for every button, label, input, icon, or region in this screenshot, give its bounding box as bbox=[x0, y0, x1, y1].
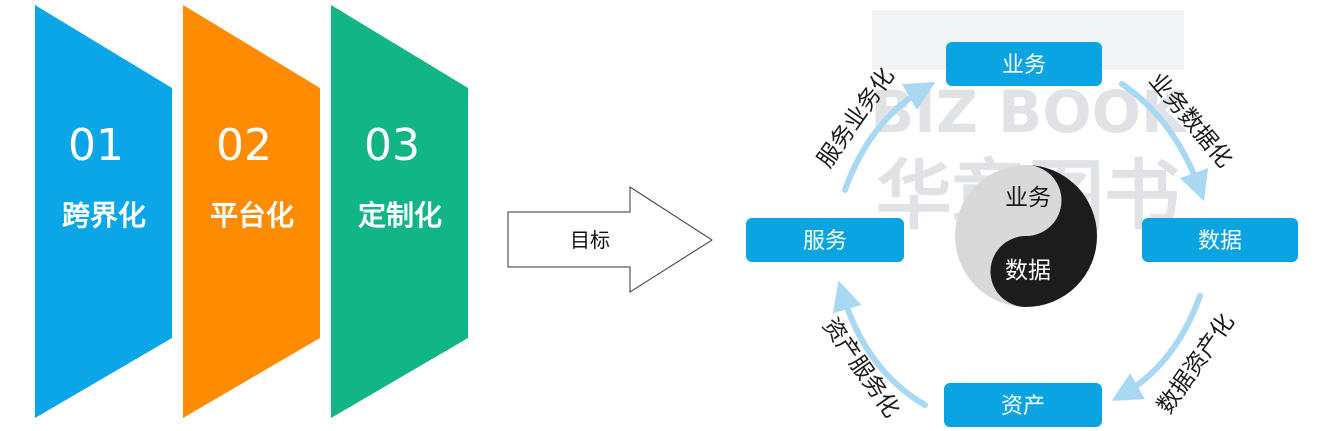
node-bottom-box bbox=[944, 383, 1102, 427]
node-top-label: 业务 bbox=[1002, 53, 1046, 78]
node-top-box bbox=[946, 42, 1102, 86]
panel-02-title: 平台化 bbox=[210, 199, 294, 232]
panel-01-shape bbox=[35, 5, 172, 418]
panel-01-title: 跨界化 bbox=[62, 199, 146, 232]
watermark-line1: BIZ BOOK bbox=[870, 78, 1188, 146]
panel-02: 02 平台化 bbox=[183, 5, 320, 418]
arc-bottom-left bbox=[832, 280, 928, 408]
node-right: 数据 bbox=[1142, 218, 1298, 262]
panel-01: 01 跨界化 bbox=[35, 5, 172, 418]
node-left-label: 服务 bbox=[803, 229, 847, 254]
panel-03-number: 03 bbox=[364, 120, 420, 171]
goal-arrow-label: 目标 bbox=[570, 228, 610, 252]
node-bottom: 资产 bbox=[944, 383, 1102, 427]
node-left: 服务 bbox=[746, 218, 904, 262]
panel-03-title: 定制化 bbox=[358, 199, 442, 232]
node-left-box bbox=[746, 218, 904, 262]
goal-arrow: 目标 bbox=[507, 186, 713, 293]
transition-bottom-left: 资产服务化 bbox=[817, 313, 904, 422]
panel-02-shape bbox=[183, 5, 320, 418]
goal-arrow-shape bbox=[507, 186, 713, 293]
node-bottom-label: 资产 bbox=[1001, 394, 1045, 419]
arc-right-bottom bbox=[1111, 293, 1203, 401]
panel-03-shape bbox=[331, 5, 468, 418]
yin-yang-dark bbox=[990, 165, 1097, 307]
arc-top-right bbox=[1119, 81, 1209, 202]
panel-02-number: 02 bbox=[216, 120, 272, 171]
cycle-arcs bbox=[832, 81, 1209, 408]
center-upper-label: 业务 bbox=[1005, 185, 1051, 211]
transition-right-bottom: 数据资产化 bbox=[1153, 309, 1240, 418]
panel-03: 03 定制化 bbox=[331, 5, 468, 418]
node-top: 业务 bbox=[946, 42, 1102, 86]
center-lower-label: 数据 bbox=[1005, 258, 1051, 284]
node-right-box bbox=[1142, 218, 1298, 262]
arc-left-top bbox=[842, 81, 936, 193]
yin-yang-icon: 业务 数据 bbox=[955, 165, 1097, 307]
node-right-label: 数据 bbox=[1198, 229, 1242, 254]
panel-01-number: 01 bbox=[68, 120, 124, 171]
